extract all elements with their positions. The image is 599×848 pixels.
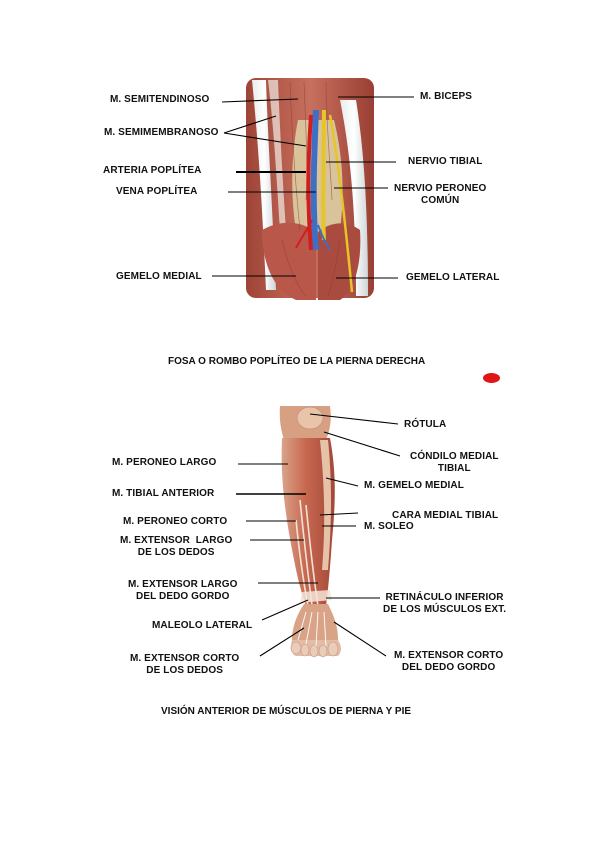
label-arteria-poplitea: ARTERIA POPLÍTEA	[103, 165, 202, 176]
label-tibial-anterior: M. TIBIAL ANTERIOR	[112, 488, 215, 499]
label-extensor-corto-dedos: M. EXTENSOR CORTO DE LOS DEDOS	[130, 653, 240, 676]
label-retinaculo: RETINÁCULO INFERIOR DE LOS MÚSCULOS EXT.	[383, 592, 507, 615]
label-nervio-tibial: NERVIO TIBIAL	[408, 156, 483, 167]
label-maleolo-lateral: MALEOLO LATERAL	[152, 620, 253, 631]
red-marker-dot	[483, 373, 500, 383]
label-rotula: RÓTULA	[404, 419, 447, 430]
label-soleo: M. SOLEO	[364, 521, 414, 532]
caption-figure1: FOSA O ROMBO POPLÍTEO DE LA PIERNA DEREC…	[168, 356, 426, 367]
label-gemelo-medial: GEMELO MEDIAL	[116, 271, 202, 282]
label-extensor-largo-dedos: M. EXTENSOR LARGO DE LOS DEDOS	[120, 535, 233, 558]
label-vena-poplitea: VENA POPLÍTEA	[116, 186, 198, 197]
label-condilo-medial: CÓNDILO MEDIAL TIBIAL	[410, 451, 499, 474]
label-biceps: M. BICEPS	[420, 91, 473, 102]
label-gemelo-lateral: GEMELO LATERAL	[406, 272, 500, 283]
label-peroneo-largo: M. PERONEO LARGO	[112, 457, 217, 468]
knee-posterior-view	[246, 78, 374, 300]
label-peroneo-corto: M. PERONEO CORTO	[123, 516, 228, 527]
label-semitendinoso: M. SEMITENDINOSO	[110, 94, 210, 105]
label-extensor-largo-dedo-gordo: M. EXTENSOR LARGO DEL DEDO GORDO	[128, 579, 238, 602]
anterior-leg-illustration	[279, 406, 341, 658]
label-cara-medial: CARA MEDIAL TIBIAL	[392, 510, 499, 521]
label-extensor-corto-dedo-gordo: M. EXTENSOR CORTO DEL DEDO GORDO	[394, 650, 504, 673]
caption-figure2: VISIÓN ANTERIOR DE MÚSCULOS DE PIERNA Y …	[161, 706, 412, 717]
label-nervio-peroneo: NERVIO PERONEO COMÚN	[394, 183, 487, 206]
label-gemelo-medial-2: M. GEMELO MEDIAL	[364, 480, 464, 491]
label-semimembranoso: M. SEMIMEMBRANOSO	[104, 127, 219, 138]
